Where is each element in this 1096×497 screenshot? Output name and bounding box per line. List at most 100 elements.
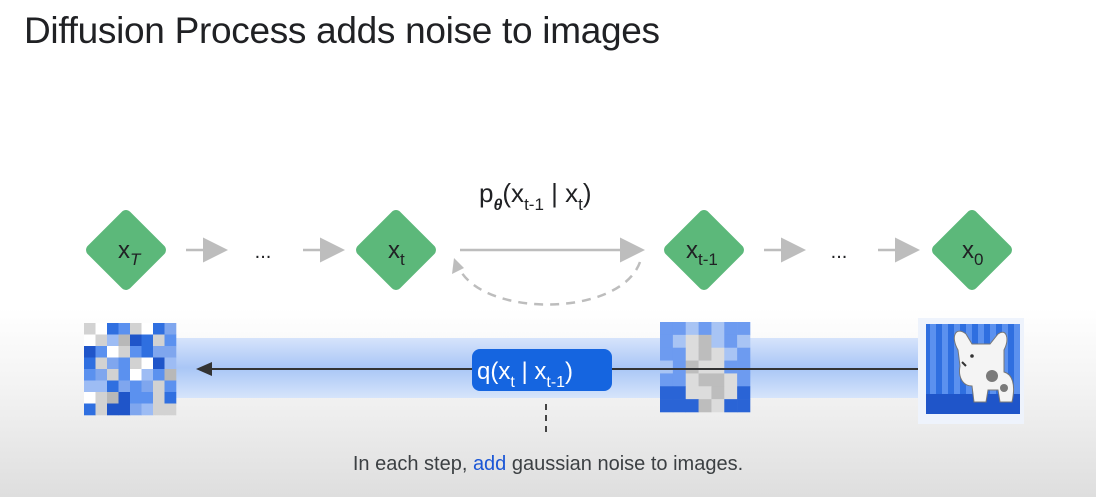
partial-pixel	[660, 334, 674, 349]
noise-pixel	[95, 392, 108, 404]
noise-pixel	[107, 392, 119, 404]
noise-pixel	[164, 369, 177, 381]
noise-pixel	[95, 334, 108, 347]
partial-pixel	[698, 334, 712, 349]
partial-pixel	[698, 386, 712, 400]
noise-pixel	[130, 380, 142, 393]
svg-text:xt: xt	[388, 237, 405, 269]
partial-pixel	[724, 322, 738, 336]
noise-pixel	[84, 369, 96, 381]
partial-pixel	[724, 334, 738, 349]
partial-pixel	[660, 360, 674, 374]
partial-pixel	[660, 347, 674, 361]
noise-pixel	[153, 357, 165, 370]
noise-pixel	[118, 357, 131, 370]
partial-pixel	[711, 386, 725, 400]
partial-pixel	[724, 347, 738, 361]
forward-label-box	[472, 349, 612, 391]
partial-pixel	[737, 322, 751, 336]
noise-pixel	[95, 369, 108, 381]
noise-pixel	[164, 392, 177, 404]
partial-pixel	[685, 322, 699, 336]
noise-pixel	[107, 357, 119, 370]
dashed-return-arrow	[456, 261, 642, 306]
noise-pixel	[107, 334, 119, 347]
noise-pixel	[118, 369, 131, 381]
partial-pixel	[672, 386, 687, 400]
noise-pixel	[84, 346, 96, 358]
clean-dog-image	[918, 318, 1024, 424]
noise-pixel	[130, 346, 142, 358]
noise-pixel	[118, 346, 131, 358]
noise-pixel	[164, 403, 177, 416]
dashed-return-arrow-head	[452, 258, 464, 274]
partial-pixel	[737, 360, 751, 374]
noise-pixel	[84, 323, 96, 335]
partial-pixel	[711, 360, 725, 374]
partial-pixel	[672, 399, 687, 413]
noise-pixel	[84, 357, 96, 370]
noise-pixel	[141, 323, 154, 335]
reverse-formula: pθ(xt-1 | xt)	[479, 178, 592, 214]
noise-pixel	[164, 346, 177, 358]
noise-pixel	[107, 346, 119, 358]
partial-pixel	[711, 399, 725, 413]
noise-image	[84, 323, 177, 416]
noise-pixel	[141, 403, 154, 416]
partial-pixel	[660, 399, 674, 413]
noise-pixel	[153, 392, 165, 404]
noise-pixel	[84, 403, 96, 416]
noise-pixel	[107, 403, 119, 416]
noise-pixel	[118, 380, 131, 393]
partial-pixel	[672, 322, 687, 336]
noise-pixel	[164, 334, 177, 347]
noise-pixel	[153, 346, 165, 358]
noise-pixel	[107, 323, 119, 335]
noise-pixel	[107, 380, 119, 393]
svg-text:xT: xT	[118, 237, 142, 269]
partial-pixel	[698, 373, 712, 387]
partial-pixel	[660, 322, 674, 336]
node-xT: xT	[86, 210, 166, 290]
caption-before: In each step,	[352, 453, 473, 475]
partial-pixel	[660, 373, 674, 387]
forward-arrow-head	[196, 362, 212, 376]
noise-pixel	[130, 369, 142, 381]
noise-pixel	[84, 380, 96, 393]
partial-noise-image	[660, 322, 751, 413]
noise-pixel	[130, 403, 142, 416]
noise-pixel	[95, 380, 108, 393]
noise-pixel	[141, 357, 154, 370]
partial-pixel	[685, 373, 699, 387]
partial-pixel	[685, 386, 699, 400]
noise-pixel	[118, 334, 131, 347]
partial-pixel	[711, 373, 725, 387]
noise-pixel	[141, 346, 154, 358]
node-x0: x0	[932, 210, 1012, 290]
partial-pixel	[672, 347, 687, 361]
partial-pixel	[698, 322, 712, 336]
noise-pixel	[153, 369, 165, 381]
partial-pixel	[698, 347, 712, 361]
noise-pixel	[141, 369, 154, 381]
noise-pixel	[95, 346, 108, 358]
noise-pixel	[84, 334, 96, 347]
partial-pixel	[737, 373, 751, 387]
partial-pixel	[685, 347, 699, 361]
partial-pixel	[737, 347, 751, 361]
page-title: Diffusion Process adds noise to images	[24, 10, 660, 51]
partial-pixel	[711, 347, 725, 361]
noise-pixel	[153, 334, 165, 347]
node-xt: xt	[356, 210, 436, 290]
caption: In each step, add gaussian noise to imag…	[0, 453, 1096, 476]
partial-pixel	[724, 399, 738, 413]
noise-pixel	[141, 380, 154, 393]
ellipsis-right: ...	[831, 241, 848, 263]
noise-pixel	[118, 323, 131, 335]
partial-pixel	[737, 334, 751, 349]
noise-pixel	[107, 369, 119, 381]
caption-highlight: add	[472, 453, 507, 475]
noise-pixel	[164, 323, 177, 335]
caption-after: gaussian noise to images.	[506, 453, 744, 475]
